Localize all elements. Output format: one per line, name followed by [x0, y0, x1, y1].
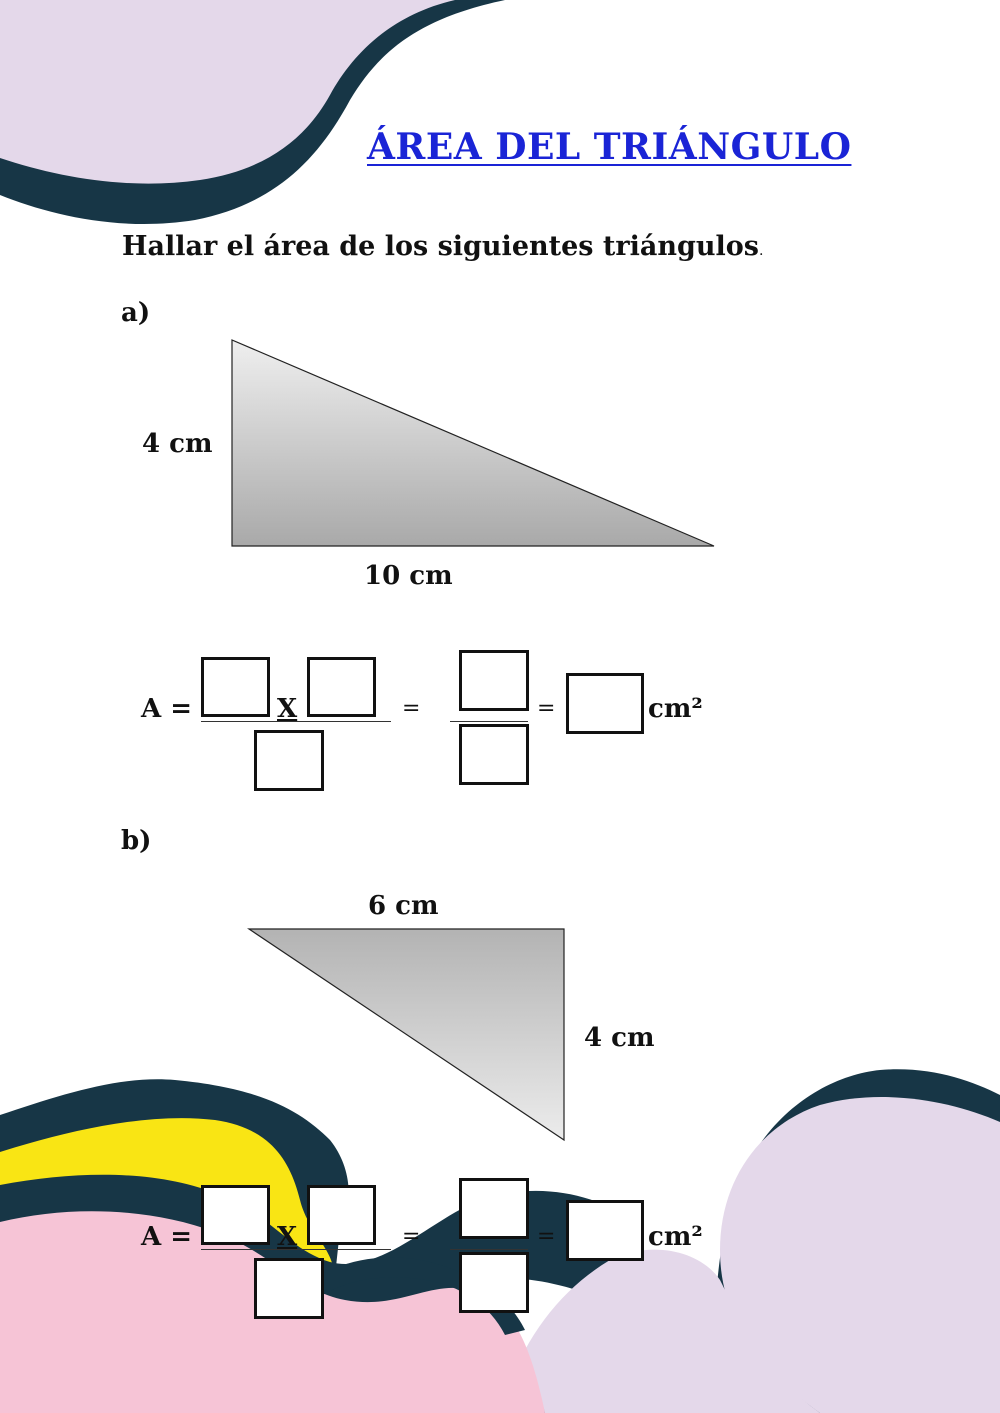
bottom-wave-lilac-center	[500, 1249, 820, 1413]
formula-a-equals-1: =	[402, 696, 421, 721]
formula-b-prefix: A =	[141, 1222, 193, 1252]
triangle-b-shape	[247, 928, 565, 1142]
formula-a-prefix: A =	[141, 694, 193, 724]
triangle-b-height-label: 4 cm	[584, 1023, 655, 1053]
formula-b-fraction-line-2	[450, 1249, 528, 1250]
formula-a-product-box[interactable]	[459, 650, 529, 711]
formula-b-unit: cm²	[648, 1222, 703, 1252]
formula-a-fraction-line-2	[450, 721, 528, 722]
formula-a-base-box[interactable]	[201, 657, 270, 717]
triangle-b	[247, 928, 565, 1142]
top-wave-lilac	[0, 0, 455, 184]
formula-a-denominator-box[interactable]	[459, 724, 529, 785]
page-title: ÁREA DEL TRIÁNGULO	[367, 126, 852, 168]
triangle-a-height-label: 4 cm	[142, 429, 213, 459]
exercise-a-label: a)	[121, 298, 151, 328]
instruction-text: Hallar el área de los siguientes triángu…	[122, 231, 763, 262]
formula-b-result-box[interactable]	[566, 1200, 644, 1261]
formula-b-fraction-line-1	[201, 1249, 391, 1250]
formula-b-product-box[interactable]	[459, 1178, 529, 1239]
instruction-period: .	[758, 243, 764, 259]
triangle-b-base-label: 6 cm	[368, 891, 439, 921]
triangle-a-shape	[231, 339, 715, 547]
formula-a-equals-2: =	[537, 696, 556, 721]
instruction-label: Hallar el área de los siguientes triángu…	[122, 231, 759, 262]
formula-a-unit: cm²	[648, 694, 703, 724]
formula-b-times: X	[277, 1222, 298, 1252]
formula-a-divisor-box[interactable]	[254, 730, 324, 791]
formula-a-result-box[interactable]	[566, 673, 644, 734]
exercise-b-label: b)	[121, 826, 152, 856]
formula-b-equals-1: =	[402, 1224, 421, 1249]
triangle-a	[231, 339, 715, 547]
formula-a-height-box[interactable]	[307, 657, 376, 717]
bottom-wave-lilac-right	[720, 1096, 1000, 1413]
formula-b-denominator-box[interactable]	[459, 1252, 529, 1313]
triangle-a-base-label: 10 cm	[364, 561, 453, 591]
formula-a-times: X	[277, 694, 298, 724]
formula-b-base-box[interactable]	[201, 1185, 270, 1245]
formula-b-divisor-box[interactable]	[254, 1258, 324, 1319]
formula-a-fraction-line-1	[201, 721, 391, 722]
formula-b-height-box[interactable]	[307, 1185, 376, 1245]
formula-b-equals-2: =	[537, 1224, 556, 1249]
